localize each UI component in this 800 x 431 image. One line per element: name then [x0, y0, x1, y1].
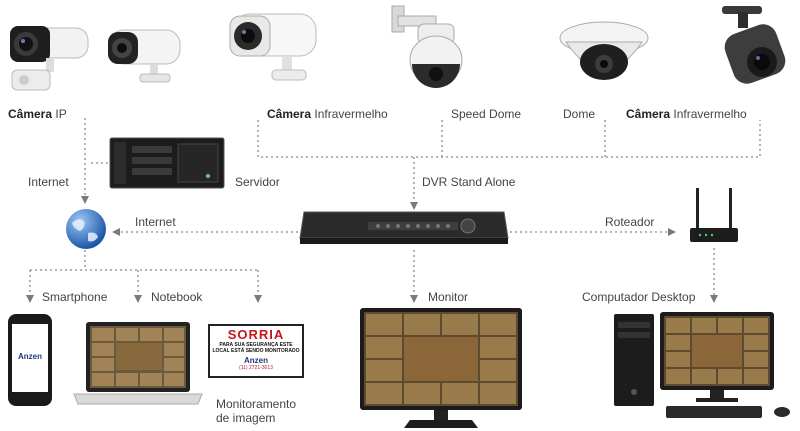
bullet-camera-icon: [108, 29, 181, 83]
sign-brand: Anzen: [244, 356, 268, 365]
smartphone-device: Anzen: [8, 314, 52, 406]
sign-phone: (11) 2721-3613: [239, 365, 273, 371]
sign-line-2: LOCAL ESTÁ SENDO MONITORADO: [212, 348, 300, 354]
monitor-device: [360, 308, 522, 428]
dome-camera-icon: [559, 21, 649, 80]
label-monitor: Monitor: [428, 290, 469, 304]
infrared-camera-icon: [229, 13, 317, 81]
globe-icon: [66, 209, 106, 249]
label-computador-desktop: Computador Desktop: [582, 290, 696, 304]
label-camera-infravermelho-2: Câmera Infravermelho: [626, 107, 747, 121]
router-icon: [690, 188, 738, 242]
smartphone-screen: Anzen: [12, 324, 48, 392]
label-smartphone: Smartphone: [42, 290, 108, 304]
label-camera-ip: Câmera IP: [8, 107, 67, 121]
label-servidor: Servidor: [235, 175, 280, 189]
label-dome: Dome: [563, 107, 596, 121]
monitoring-sign: SORRIA PARA SUA SEGURANÇA ESTE LOCAL EST…: [208, 324, 304, 378]
label-notebook: Notebook: [151, 290, 203, 304]
speed-dome-camera-icon: [391, 5, 463, 88]
ip-camera-icon: [10, 26, 89, 91]
phone-brand-logo: Anzen: [18, 352, 42, 361]
label-internet-mid: Internet: [135, 215, 176, 229]
label-internet-left: Internet: [28, 175, 69, 189]
dvr-icon: [299, 211, 509, 244]
sign-title: SORRIA: [227, 327, 285, 342]
notebook-device: [73, 322, 203, 405]
server-icon: [109, 137, 225, 189]
label-speed-dome: Speed Dome: [451, 107, 522, 121]
label-camera-infravermelho-1: Câmera Infravermelho: [267, 107, 388, 121]
label-monitoramento: Monitoramento de imagem: [216, 397, 297, 425]
desktop-computer-device: [614, 312, 790, 418]
label-roteador: Roteador: [605, 215, 655, 229]
infrared-camera-dark-icon: [722, 6, 786, 84]
sign-line-1: PARA SUA SEGURANÇA ESTE: [219, 342, 293, 348]
label-dvr: DVR Stand Alone: [422, 175, 516, 189]
